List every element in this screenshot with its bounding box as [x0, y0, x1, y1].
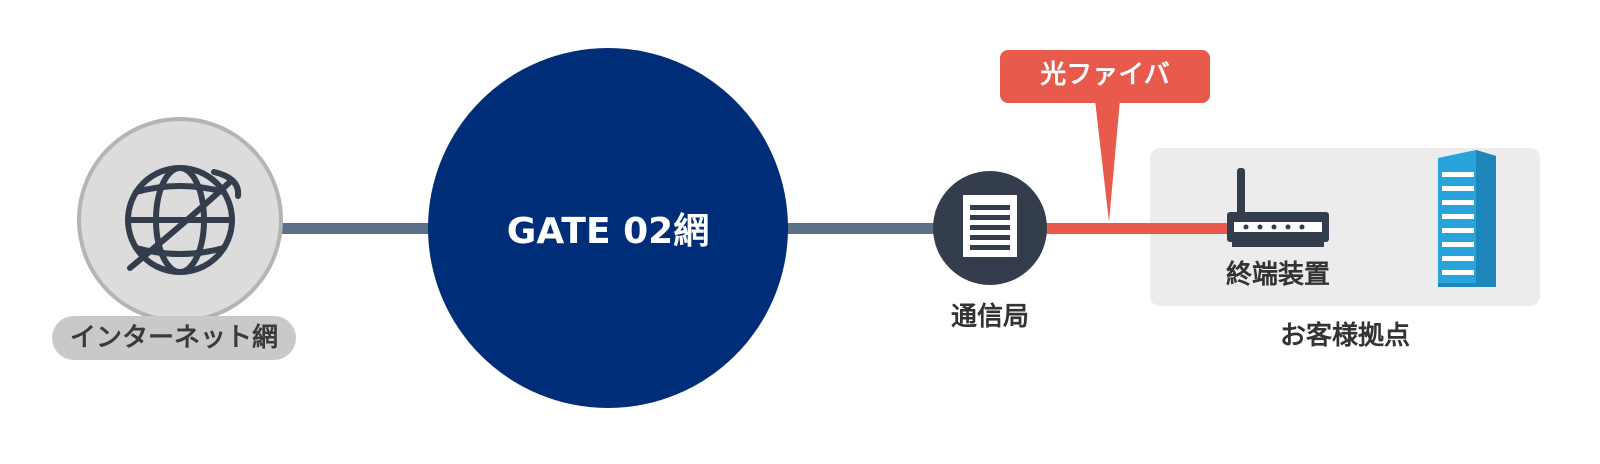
server-icon — [963, 195, 1017, 257]
fiber-link — [1040, 223, 1230, 234]
gate-network-node — [428, 48, 788, 408]
telecom-office-node — [933, 171, 1047, 285]
globe-icon — [125, 165, 242, 275]
fiber-label: 光ファイバ — [1040, 60, 1170, 90]
fiber-callout — [1000, 50, 1210, 222]
link-internet-gate — [280, 223, 430, 234]
link-gate-office — [785, 223, 945, 234]
building-icon — [1438, 150, 1496, 287]
telecom-office-label: 通信局 — [950, 302, 1030, 332]
router-icon — [1227, 168, 1329, 247]
internet-label: インターネット網 — [52, 316, 296, 360]
internet-node — [77, 117, 283, 323]
terminal-device-label: 終端装置 — [1225, 260, 1331, 290]
customer-site-label: お客様拠点 — [1279, 321, 1411, 351]
gate-network-label: GATE 02網 — [506, 211, 710, 252]
